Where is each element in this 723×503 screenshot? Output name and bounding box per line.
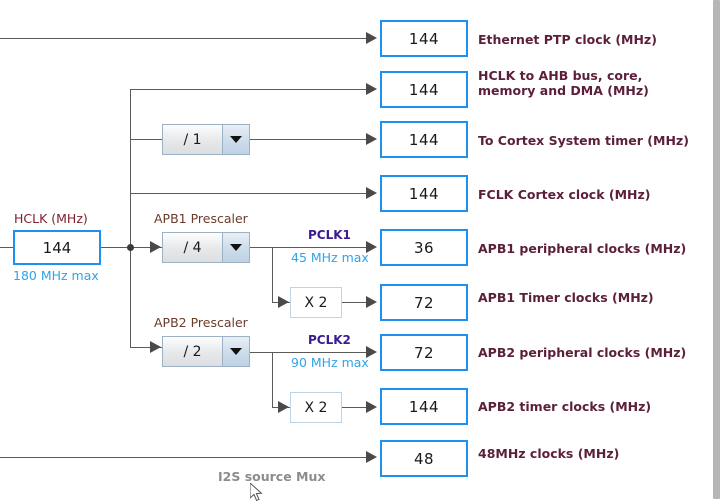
pclk2-label: PCLK2 xyxy=(308,333,351,347)
cortex-sys-timer-prescaler-value: / 1 xyxy=(163,125,223,154)
mouse-cursor-icon xyxy=(250,483,263,502)
vertical-scrollbar-thumb[interactable] xyxy=(713,0,720,499)
output-label-apb1-peripheral-clocks: APB1 peripheral clocks (MHz) xyxy=(478,241,687,256)
output-label-apb1-timer-clocks: APB1 Timer clocks (MHz) xyxy=(478,290,654,305)
junction-hclk xyxy=(127,244,134,251)
output-value-apb2-timer-clocks: 144 xyxy=(408,397,440,416)
output-value-48mhz-clocks: 48 xyxy=(413,449,435,468)
wire-hclk-ahb xyxy=(130,89,368,90)
wire-hclk-vertical-bus xyxy=(130,89,131,347)
wire-pclk1 xyxy=(240,247,368,248)
wire-ethernet-ptp xyxy=(0,38,368,39)
output-box-apb2-timer-clocks[interactable]: 144 xyxy=(380,388,468,425)
output-label-apb2-timer-clocks: APB2 timer clocks (MHz) xyxy=(478,399,652,414)
hclk-value-box[interactable]: 144 xyxy=(13,230,101,265)
hclk-value: 144 xyxy=(42,238,72,257)
arrow-apb1-x2-in xyxy=(278,296,289,308)
apb2-prescaler-title: APB2 Prescaler xyxy=(154,315,248,330)
wire-pclk2-branch-down xyxy=(272,352,273,407)
chevron-down-icon xyxy=(230,348,242,355)
output-value-hclk-ahb-core-memory-dma: 144 xyxy=(408,80,440,99)
vertical-scrollbar-track[interactable] xyxy=(710,0,723,499)
arrow-apb1-timer xyxy=(366,296,377,308)
pclk1-label: PCLK1 xyxy=(308,228,351,242)
arrow-48mhz xyxy=(366,451,377,463)
pclk2-max-note: 90 MHz max xyxy=(291,355,369,370)
arrow-hclk-ahb xyxy=(366,83,377,95)
wire-apb2-prescaler-in xyxy=(130,347,162,348)
output-box-apb1-peripheral-clocks[interactable]: 36 xyxy=(380,229,468,266)
chevron-down-icon xyxy=(230,244,242,251)
apb2-prescaler-dropdown-button[interactable] xyxy=(223,337,249,366)
apb1-timer-multiplier-value: X 2 xyxy=(304,294,328,311)
output-label-ethernet-ptp-clock: Ethernet PTP clock (MHz) xyxy=(478,32,657,47)
arrow-apb1-prescaler-in xyxy=(150,241,161,253)
apb1-prescaler[interactable]: / 4 xyxy=(162,232,250,263)
output-label-apb2-peripheral-clocks: APB2 peripheral clocks (MHz) xyxy=(478,345,687,360)
arrow-cortex-timer xyxy=(366,133,377,145)
wire-pclk1-branch-down xyxy=(272,247,273,302)
apb1-prescaler-dropdown-button[interactable] xyxy=(223,233,249,262)
i2s-source-mux-label: I2S source Mux xyxy=(218,469,326,484)
hclk-title: HCLK (MHz) xyxy=(14,211,88,226)
arrow-apb2-timer xyxy=(366,401,377,413)
apb2-prescaler[interactable]: / 2 xyxy=(162,336,250,367)
output-box-ethernet-ptp-clock[interactable]: 144 xyxy=(380,20,468,57)
wire-pclk2 xyxy=(240,352,368,353)
output-value-apb2-peripheral-clocks: 72 xyxy=(413,343,435,362)
arrow-ethernet-ptp xyxy=(366,32,377,44)
apb2-timer-multiplier: X 2 xyxy=(290,392,342,423)
apb2-prescaler-value: / 2 xyxy=(163,337,223,366)
wire-hclk-out xyxy=(0,247,13,248)
arrow-apb2-x2-in xyxy=(278,401,289,413)
arrow-apb2-prescaler-in xyxy=(150,341,161,353)
output-box-48mhz-clocks[interactable]: 48 xyxy=(380,440,468,477)
wire-apb2-x2-out xyxy=(342,407,368,408)
output-box-hclk-ahb-core-memory-dma[interactable]: 144 xyxy=(380,71,468,108)
output-value-fclk-cortex-clock: 144 xyxy=(408,184,440,203)
arrow-apb1-peripheral xyxy=(366,241,377,253)
output-value-apb1-timer-clocks: 72 xyxy=(413,293,435,312)
apb1-prescaler-value: / 4 xyxy=(163,233,223,262)
pclk1-max-note: 45 MHz max xyxy=(291,250,369,265)
arrow-fclk xyxy=(366,187,377,199)
output-value-apb1-peripheral-clocks: 36 xyxy=(413,238,435,257)
output-value-cortex-system-timer: 144 xyxy=(408,130,440,149)
output-label-cortex-system-timer: To Cortex System timer (MHz) xyxy=(478,133,689,148)
output-box-cortex-system-timer[interactable]: 144 xyxy=(380,121,468,158)
wire-apb1-x2-out xyxy=(342,302,368,303)
output-box-apb2-peripheral-clocks[interactable]: 72 xyxy=(380,334,468,371)
chevron-down-icon xyxy=(230,136,242,143)
wire-48mhz xyxy=(0,457,368,458)
output-box-fclk-cortex-clock[interactable]: 144 xyxy=(380,175,468,212)
output-label-fclk-cortex-clock: FCLK Cortex clock (MHz) xyxy=(478,187,651,202)
output-box-apb1-timer-clocks[interactable]: 72 xyxy=(380,284,468,321)
cortex-sys-timer-prescaler[interactable]: / 1 xyxy=(162,124,250,155)
apb2-timer-multiplier-value: X 2 xyxy=(304,399,328,416)
wire-fclk xyxy=(130,193,368,194)
hclk-max-note: 180 MHz max xyxy=(13,268,99,283)
output-label-48mhz-clocks: 48MHz clocks (MHz) xyxy=(478,446,620,461)
cortex-sys-timer-prescaler-dropdown-button[interactable] xyxy=(223,125,249,154)
arrow-apb2-peripheral xyxy=(366,346,377,358)
wire-cortex-timer-out xyxy=(250,139,368,140)
output-value-ethernet-ptp-clock: 144 xyxy=(408,29,440,48)
apb1-prescaler-title: APB1 Prescaler xyxy=(154,211,248,226)
apb1-timer-multiplier: X 2 xyxy=(290,287,342,318)
wire-cortex-timer-in xyxy=(130,139,162,140)
output-label-hclk-ahb-core-memory-dma: HCLK to AHB bus, core, memory and DMA (M… xyxy=(478,68,649,98)
